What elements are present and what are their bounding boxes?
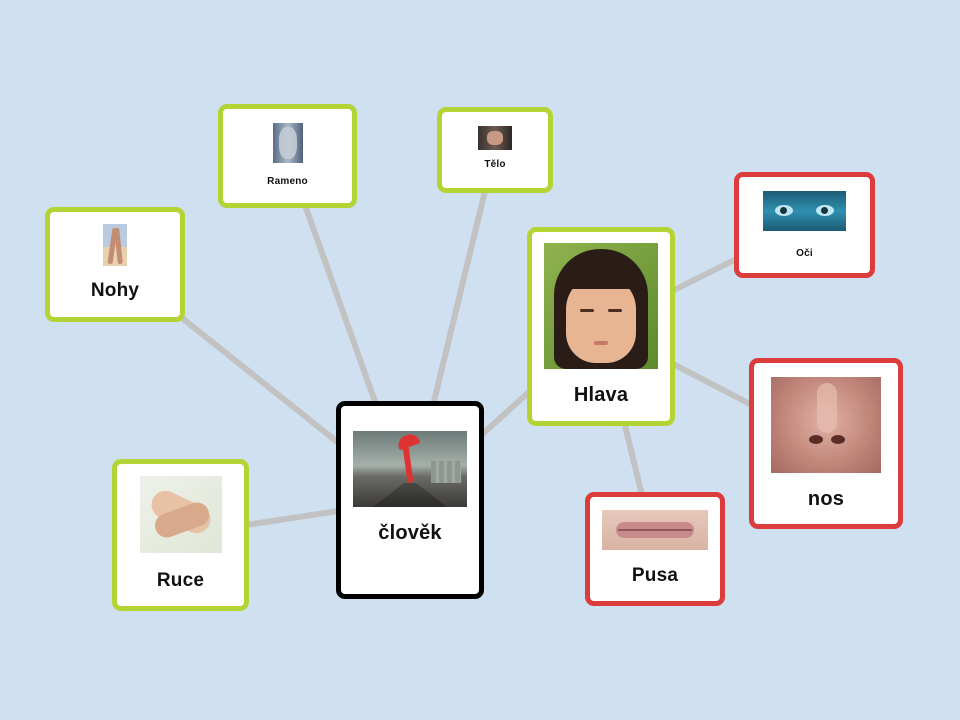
node-clovek-label: člověk: [378, 522, 441, 545]
node-nos-label: nos: [808, 488, 844, 511]
node-rameno-label: Rameno: [267, 176, 308, 187]
node-clovek[interactable]: člověk: [336, 401, 484, 599]
node-oci[interactable]: Oči: [734, 172, 875, 278]
nose-photo: [771, 377, 881, 473]
node-ruce-label: Ruce: [157, 570, 204, 592]
node-nohy-label: Nohy: [91, 280, 139, 302]
node-rameno[interactable]: Rameno: [218, 104, 357, 208]
legs-photo: [103, 224, 127, 266]
eyes-photo: [763, 191, 846, 231]
lips-photo: [602, 510, 708, 550]
node-hlava[interactable]: Hlava: [527, 227, 675, 426]
child-face-photo: [544, 243, 658, 369]
node-nos[interactable]: nos: [749, 358, 903, 529]
node-pusa-label: Pusa: [632, 565, 678, 587]
node-pusa[interactable]: Pusa: [585, 492, 725, 606]
node-telo-label: Tělo: [484, 159, 505, 170]
node-nohy[interactable]: Nohy: [45, 207, 185, 322]
shoulder-photo: [273, 123, 303, 163]
node-oci-label: Oči: [796, 248, 813, 259]
torso-photo: [478, 126, 512, 150]
runner-photo: [353, 431, 467, 507]
node-hlava-label: Hlava: [574, 384, 628, 407]
holding-hands-photo: [140, 476, 222, 553]
node-telo[interactable]: Tělo: [437, 107, 553, 193]
node-ruce[interactable]: Ruce: [112, 459, 249, 611]
